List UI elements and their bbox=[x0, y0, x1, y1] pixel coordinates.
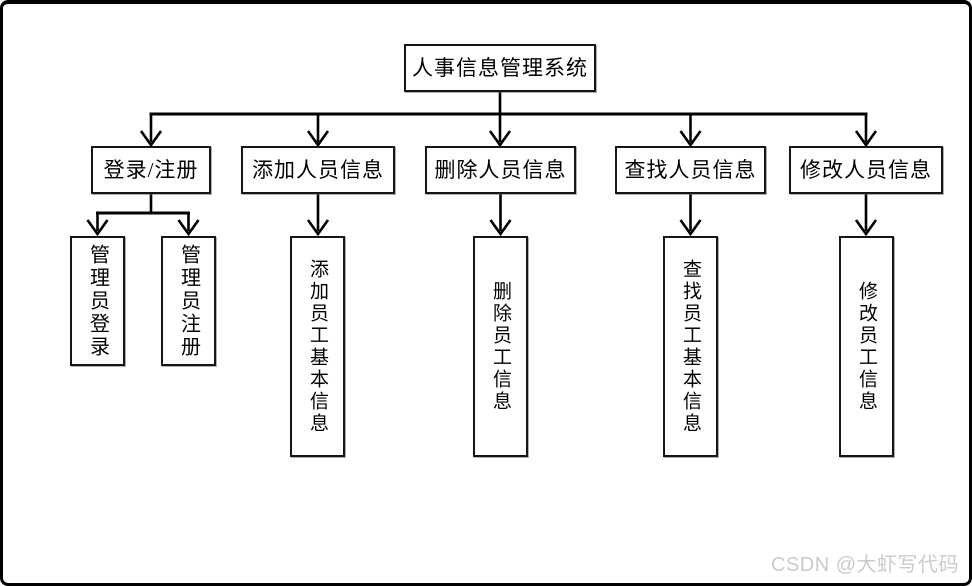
node-find-employee-info: 查找员工基本信息 bbox=[663, 236, 718, 457]
node-modify-personnel: 修改人员信息 bbox=[789, 146, 943, 194]
connector-arrows-level2 bbox=[139, 114, 878, 148]
node-delete-personnel: 删除人员信息 bbox=[425, 146, 576, 194]
node-root-label: 人事信息管理系统 bbox=[412, 55, 588, 80]
node-add-personnel: 添加人员信息 bbox=[241, 146, 395, 194]
node-admin-register-label: 管理员注册 bbox=[177, 243, 200, 359]
node-modify-personnel-label: 修改人员信息 bbox=[800, 157, 932, 182]
node-find-personnel-label: 查找人员信息 bbox=[624, 157, 757, 182]
node-add-employee-info: 添加员工基本信息 bbox=[290, 236, 345, 457]
csdn-watermark: CSDN @大虾写代码 bbox=[770, 554, 959, 576]
node-modify-employee-info: 修改员工信息 bbox=[839, 236, 894, 457]
node-find-personnel: 查找人员信息 bbox=[615, 146, 766, 194]
node-modify-employee-info-label: 修改员工信息 bbox=[856, 280, 877, 413]
node-admin-login: 管理员登录 bbox=[70, 236, 125, 366]
node-add-personnel-label: 添加人员信息 bbox=[252, 157, 384, 182]
connector-arrows-level3 bbox=[306, 194, 878, 237]
connector-login-split bbox=[86, 194, 200, 237]
node-root: 人事信息管理系统 bbox=[404, 44, 596, 92]
node-delete-employee-info: 删除员工信息 bbox=[473, 236, 528, 457]
node-find-employee-info-label: 查找员工基本信息 bbox=[680, 258, 701, 435]
node-add-employee-info-label: 添加员工基本信息 bbox=[307, 258, 328, 435]
connector-root-branch bbox=[149, 92, 868, 116]
node-admin-register: 管理员注册 bbox=[161, 236, 216, 366]
node-delete-employee-info-label: 删除员工信息 bbox=[490, 280, 511, 413]
node-delete-personnel-label: 删除人员信息 bbox=[434, 157, 567, 182]
node-admin-login-label: 管理员登录 bbox=[86, 243, 109, 359]
node-login-register: 登录/注册 bbox=[91, 146, 211, 194]
node-login-register-label: 登录/注册 bbox=[103, 157, 199, 182]
